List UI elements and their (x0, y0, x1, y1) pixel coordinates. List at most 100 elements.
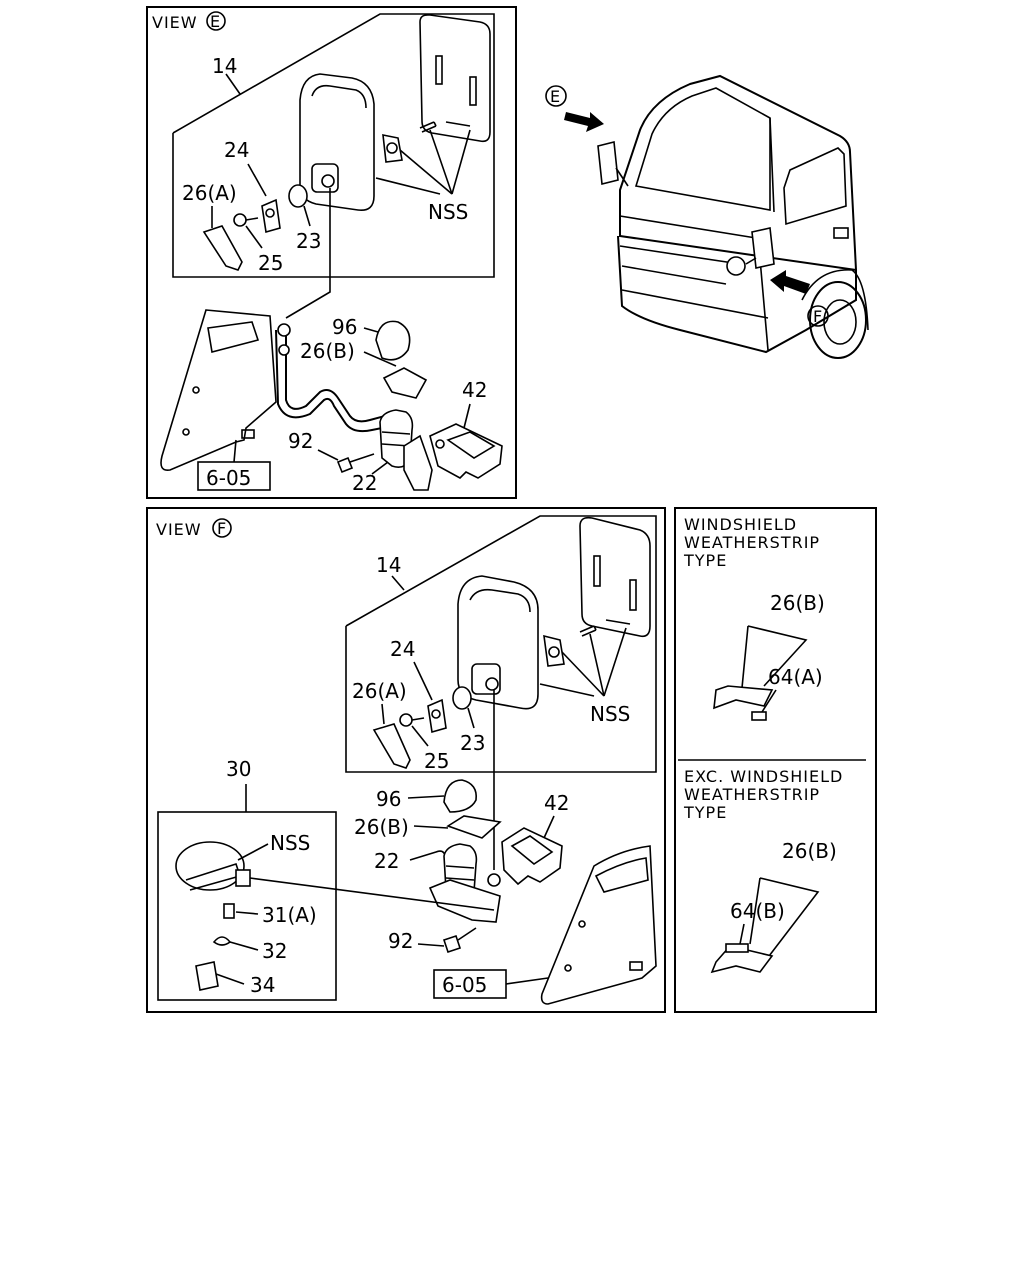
part-26b-f (446, 815, 502, 839)
leader-22-f (409, 850, 447, 863)
label-30-f: 30 (226, 757, 251, 781)
variant-2-leader-64 (739, 923, 745, 945)
arrow-e (564, 112, 604, 132)
panel-view-e: VIEW E 14 NSS 24 26(A) (146, 6, 517, 499)
truck-windshield (634, 87, 771, 211)
part-96-e (375, 320, 411, 361)
arm-joint-mid-e (278, 344, 290, 356)
mirror-plate-slot1-e (435, 55, 443, 85)
mirror-housing-inner-f (469, 588, 531, 613)
mirror-housing-pocket-e (311, 163, 339, 193)
leader-nss-e-1 (429, 129, 453, 195)
leader-25-e (245, 225, 263, 249)
door-panel-hole1-e (192, 386, 200, 394)
arrow-e-letter: E (550, 87, 561, 106)
leader-92-f (417, 943, 445, 947)
hinge-rib1-f (445, 865, 475, 869)
label-24-f: 24 (390, 637, 415, 661)
link-line-e (285, 188, 331, 319)
arrow-f-circle (807, 305, 829, 327)
variant-2-title-line2: WEATHERSTRIP (684, 785, 820, 804)
label-96-e: 96 (332, 315, 357, 339)
leader-26b-f (413, 825, 449, 829)
label-22-f: 22 (374, 849, 399, 873)
view-e-label: VIEW (152, 13, 198, 32)
label-23-f: 23 (460, 731, 485, 755)
view-e-circle (206, 11, 226, 31)
label-92-e: 92 (288, 429, 313, 453)
label-14-e: 14 (212, 54, 237, 78)
ref-leader-e (233, 439, 237, 463)
truck-grille-3 (621, 265, 727, 285)
truck-door-handle (833, 227, 849, 239)
label-14-f: 14 (376, 553, 401, 577)
door-panel-hole2-e (182, 428, 190, 436)
leader-96-f (407, 795, 445, 799)
label-25-e: 25 (258, 251, 283, 275)
mirror-plate-e (419, 14, 491, 143)
leader-26b-e (363, 351, 397, 367)
leader-22-e (371, 461, 389, 475)
door-panel-window-e (207, 321, 260, 353)
bracket-hole-e (386, 142, 398, 154)
part-25-shank-e (245, 217, 259, 221)
view-f-label: VIEW (156, 520, 202, 539)
door-panel-clip-e (241, 429, 255, 439)
part-nss-disc-f (175, 841, 245, 891)
leader-34-f (215, 973, 245, 985)
label-26a-f: 26(A) (352, 679, 407, 703)
bracket-42-f (501, 827, 563, 886)
variant-1-label-26b: 26(B) (770, 591, 825, 615)
variant-2-leader-26b-2 (749, 877, 761, 945)
mirror-plate-f (579, 516, 651, 638)
truck-mirror-right (751, 227, 775, 269)
hinge-plate-e (403, 434, 433, 491)
label-nss-f: NSS (590, 702, 630, 726)
door-panel-clip-f (629, 961, 643, 971)
leader-31a-f (235, 911, 259, 915)
truck-grille-2 (619, 245, 741, 265)
label-nss2-f: NSS (270, 831, 310, 855)
variant-1-leader-64 (761, 689, 777, 713)
door-panel-hole2-f (564, 964, 572, 972)
mirror-housing-pocket-f (471, 663, 501, 695)
label-25-f: 25 (424, 749, 449, 773)
bracket-42-inner-f (510, 835, 554, 865)
part-24-f (427, 698, 447, 734)
panel-view-f: VIEW F 14 NSS 24 26(A) (146, 507, 666, 1013)
ref-label-f: 6-05 (442, 973, 487, 997)
label-nss-e: NSS (428, 200, 468, 224)
leader-24-f (413, 661, 433, 701)
truck-wheel (809, 281, 867, 359)
part-26a-f (372, 723, 411, 769)
part-23-f (452, 686, 472, 710)
leader-nss-f-2 (561, 651, 605, 697)
arrow-f-letter: F (813, 307, 823, 326)
leader-96-e (363, 327, 379, 333)
part-32-f (212, 936, 232, 946)
leader-nss-e-3 (451, 129, 471, 195)
leader-nss-f-3 (603, 627, 627, 697)
part-24-hole-f (431, 709, 441, 719)
part-25-f (399, 713, 413, 727)
bracket-hole-f (548, 646, 560, 658)
part-25-shank-f (411, 717, 425, 721)
mirror-plate-edge-e (445, 121, 471, 127)
label-42-f: 42 (544, 791, 569, 815)
label-26b-e: 26(B) (300, 339, 355, 363)
label-34-f: 34 (250, 973, 275, 997)
mirror-arm-e-2 (275, 329, 393, 433)
label-92-f: 92 (388, 929, 413, 953)
leader-nss-e-2 (399, 149, 453, 195)
leader-nss-f-1 (589, 633, 605, 697)
truck-mirror-right-arm (745, 257, 757, 265)
bracket-42-e (429, 423, 503, 479)
variant-1-part-64 (751, 711, 767, 721)
hinge-rib2-f (445, 877, 475, 881)
leader-42-f (543, 815, 555, 839)
label-23-e: 23 (296, 229, 321, 253)
variant-2-label-64: 64(B) (730, 899, 785, 923)
part-31a-f (223, 903, 235, 919)
mirror-arm-e (285, 330, 393, 423)
